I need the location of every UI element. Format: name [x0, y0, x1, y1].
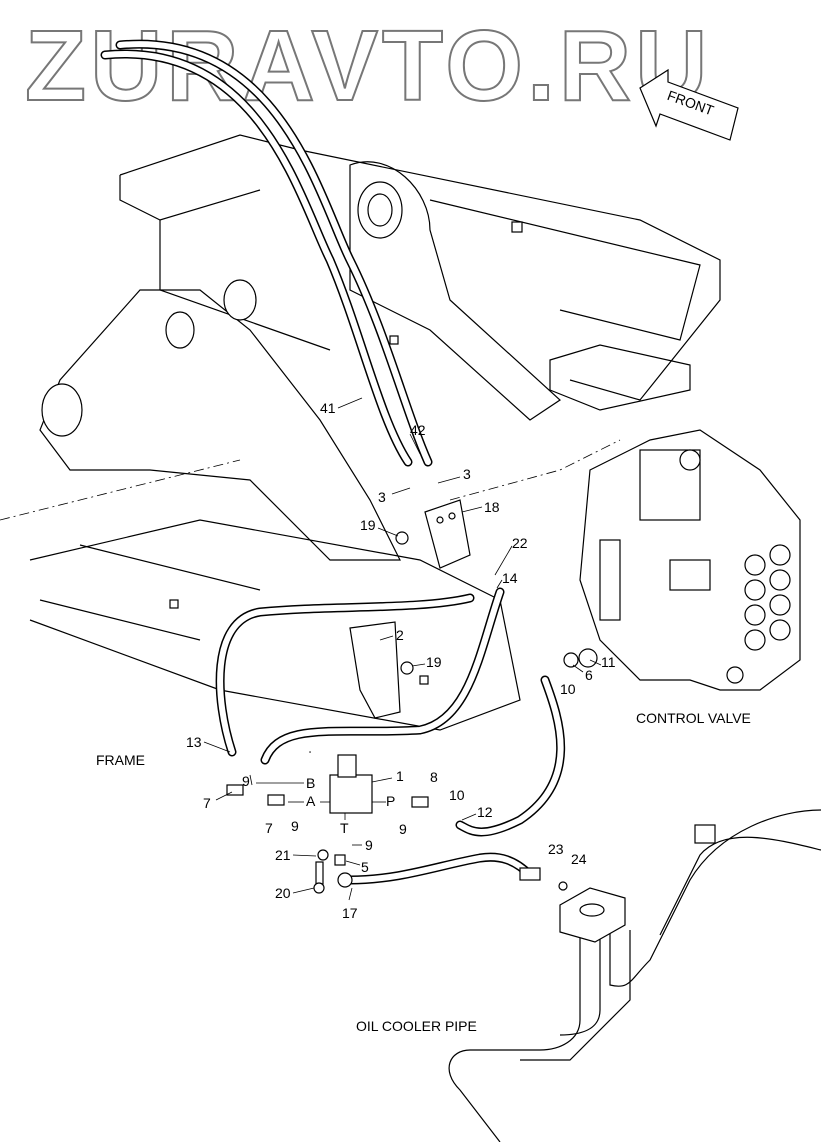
hoses-41-42 [100, 39, 566, 885]
callout-21: 21 [275, 847, 291, 863]
control-valve [579, 429, 801, 691]
callout-17: 17 [342, 905, 358, 921]
caption-control-valve: CONTROL VALVE [636, 710, 751, 726]
callout-11: 11 [601, 654, 616, 670]
caption-frame: FRAME [96, 752, 145, 768]
port-a: A [306, 793, 316, 809]
leader-lines [203, 397, 602, 901]
callout-19: 19 [360, 517, 376, 533]
callout-22: 22 [512, 535, 528, 551]
callout-5: 5 [361, 859, 369, 875]
callout-42: 42 [410, 422, 426, 438]
callout-14: 14 [502, 570, 518, 586]
upper-frame [0, 134, 721, 731]
watermark: ZURAVTO.RU [25, 10, 711, 122]
callout-3: 3 [463, 466, 471, 482]
callout-12: 12 [477, 804, 493, 820]
port-t: T [340, 820, 349, 836]
callout-20: 20 [275, 885, 291, 901]
callout-41: 41 [320, 400, 336, 416]
callout-24: 24 [571, 851, 587, 867]
callout-10: 10 [449, 787, 465, 803]
brackets-and-valve-block [226, 499, 598, 894]
callout-10: 10 [560, 681, 576, 697]
callout-9: 9 [399, 821, 407, 837]
callout-8: 8 [430, 769, 438, 785]
callout-9: 9 [291, 818, 299, 834]
callouts: 41 42 3 3 18 19 22 14 2 19 11 6 10 13 7 … [186, 400, 616, 921]
callout-7: 7 [265, 820, 273, 836]
port-p: P [386, 793, 395, 809]
caption-oil-cooler-pipe: OIL COOLER PIPE [356, 1018, 477, 1034]
callout-18: 18 [484, 499, 500, 515]
oil-cooler-pipe [448, 809, 821, 1142]
callout-3: 3 [378, 489, 386, 505]
port-b: B [306, 775, 315, 791]
callout-9: 9 [365, 837, 373, 853]
callout-19: 19 [426, 654, 442, 670]
callout-1: 1 [396, 768, 404, 784]
callout-7: 7 [203, 795, 211, 811]
callout-23: 23 [548, 841, 564, 857]
callout-6: 6 [585, 667, 593, 683]
callout-13: 13 [186, 734, 202, 750]
callout-2: 2 [396, 627, 404, 643]
callout-9: 9 [242, 773, 250, 789]
